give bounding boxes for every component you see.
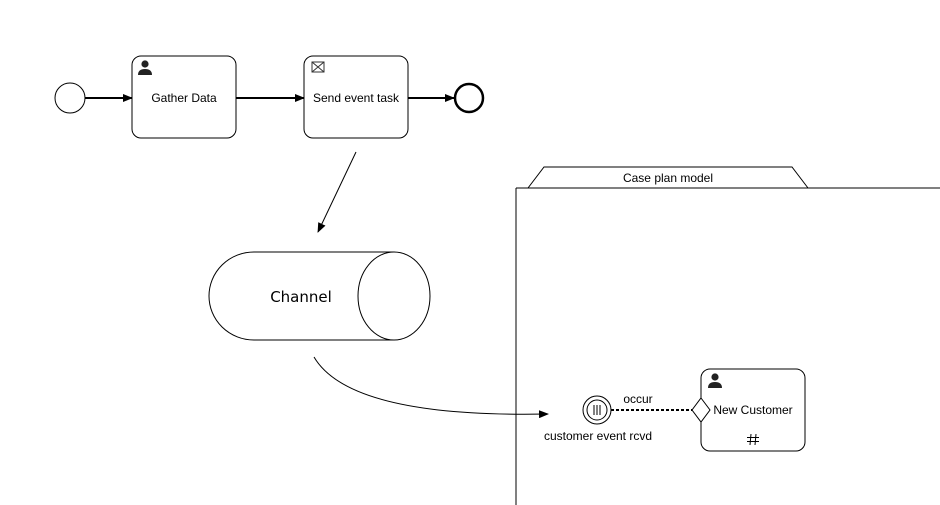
event-listener-icon	[593, 405, 601, 415]
envelope-icon	[311, 61, 325, 73]
task-label: Gather Data	[151, 91, 217, 105]
task-new-customer[interactable]: New Customer	[700, 368, 806, 452]
channel-label: Channel	[270, 288, 332, 306]
start-event[interactable]	[54, 82, 86, 114]
channel[interactable]: Channel	[208, 251, 431, 341]
event-listener[interactable]	[582, 395, 612, 425]
association-channel-to-listener[interactable]	[313, 356, 549, 419]
repetition-marker-icon	[747, 433, 759, 446]
connector-label: occur	[623, 392, 652, 406]
association-send-to-channel[interactable]	[317, 151, 357, 233]
task-gather-data[interactable]: Gather Data	[131, 55, 237, 139]
entry-criterion[interactable]	[691, 397, 711, 423]
event-listener-label: customer event rcvd	[544, 429, 652, 443]
case-plan-model-tab	[527, 166, 809, 189]
case-plan-model[interactable]: Case plan model	[515, 166, 940, 505]
task-send-event[interactable]: Send event task	[303, 55, 409, 139]
case-plan-model-title: Case plan model	[623, 171, 713, 185]
user-icon	[138, 60, 152, 75]
task-label: Send event task	[313, 91, 400, 105]
user-icon	[708, 373, 722, 388]
task-label: New Customer	[713, 403, 792, 417]
end-event[interactable]	[453, 82, 485, 114]
